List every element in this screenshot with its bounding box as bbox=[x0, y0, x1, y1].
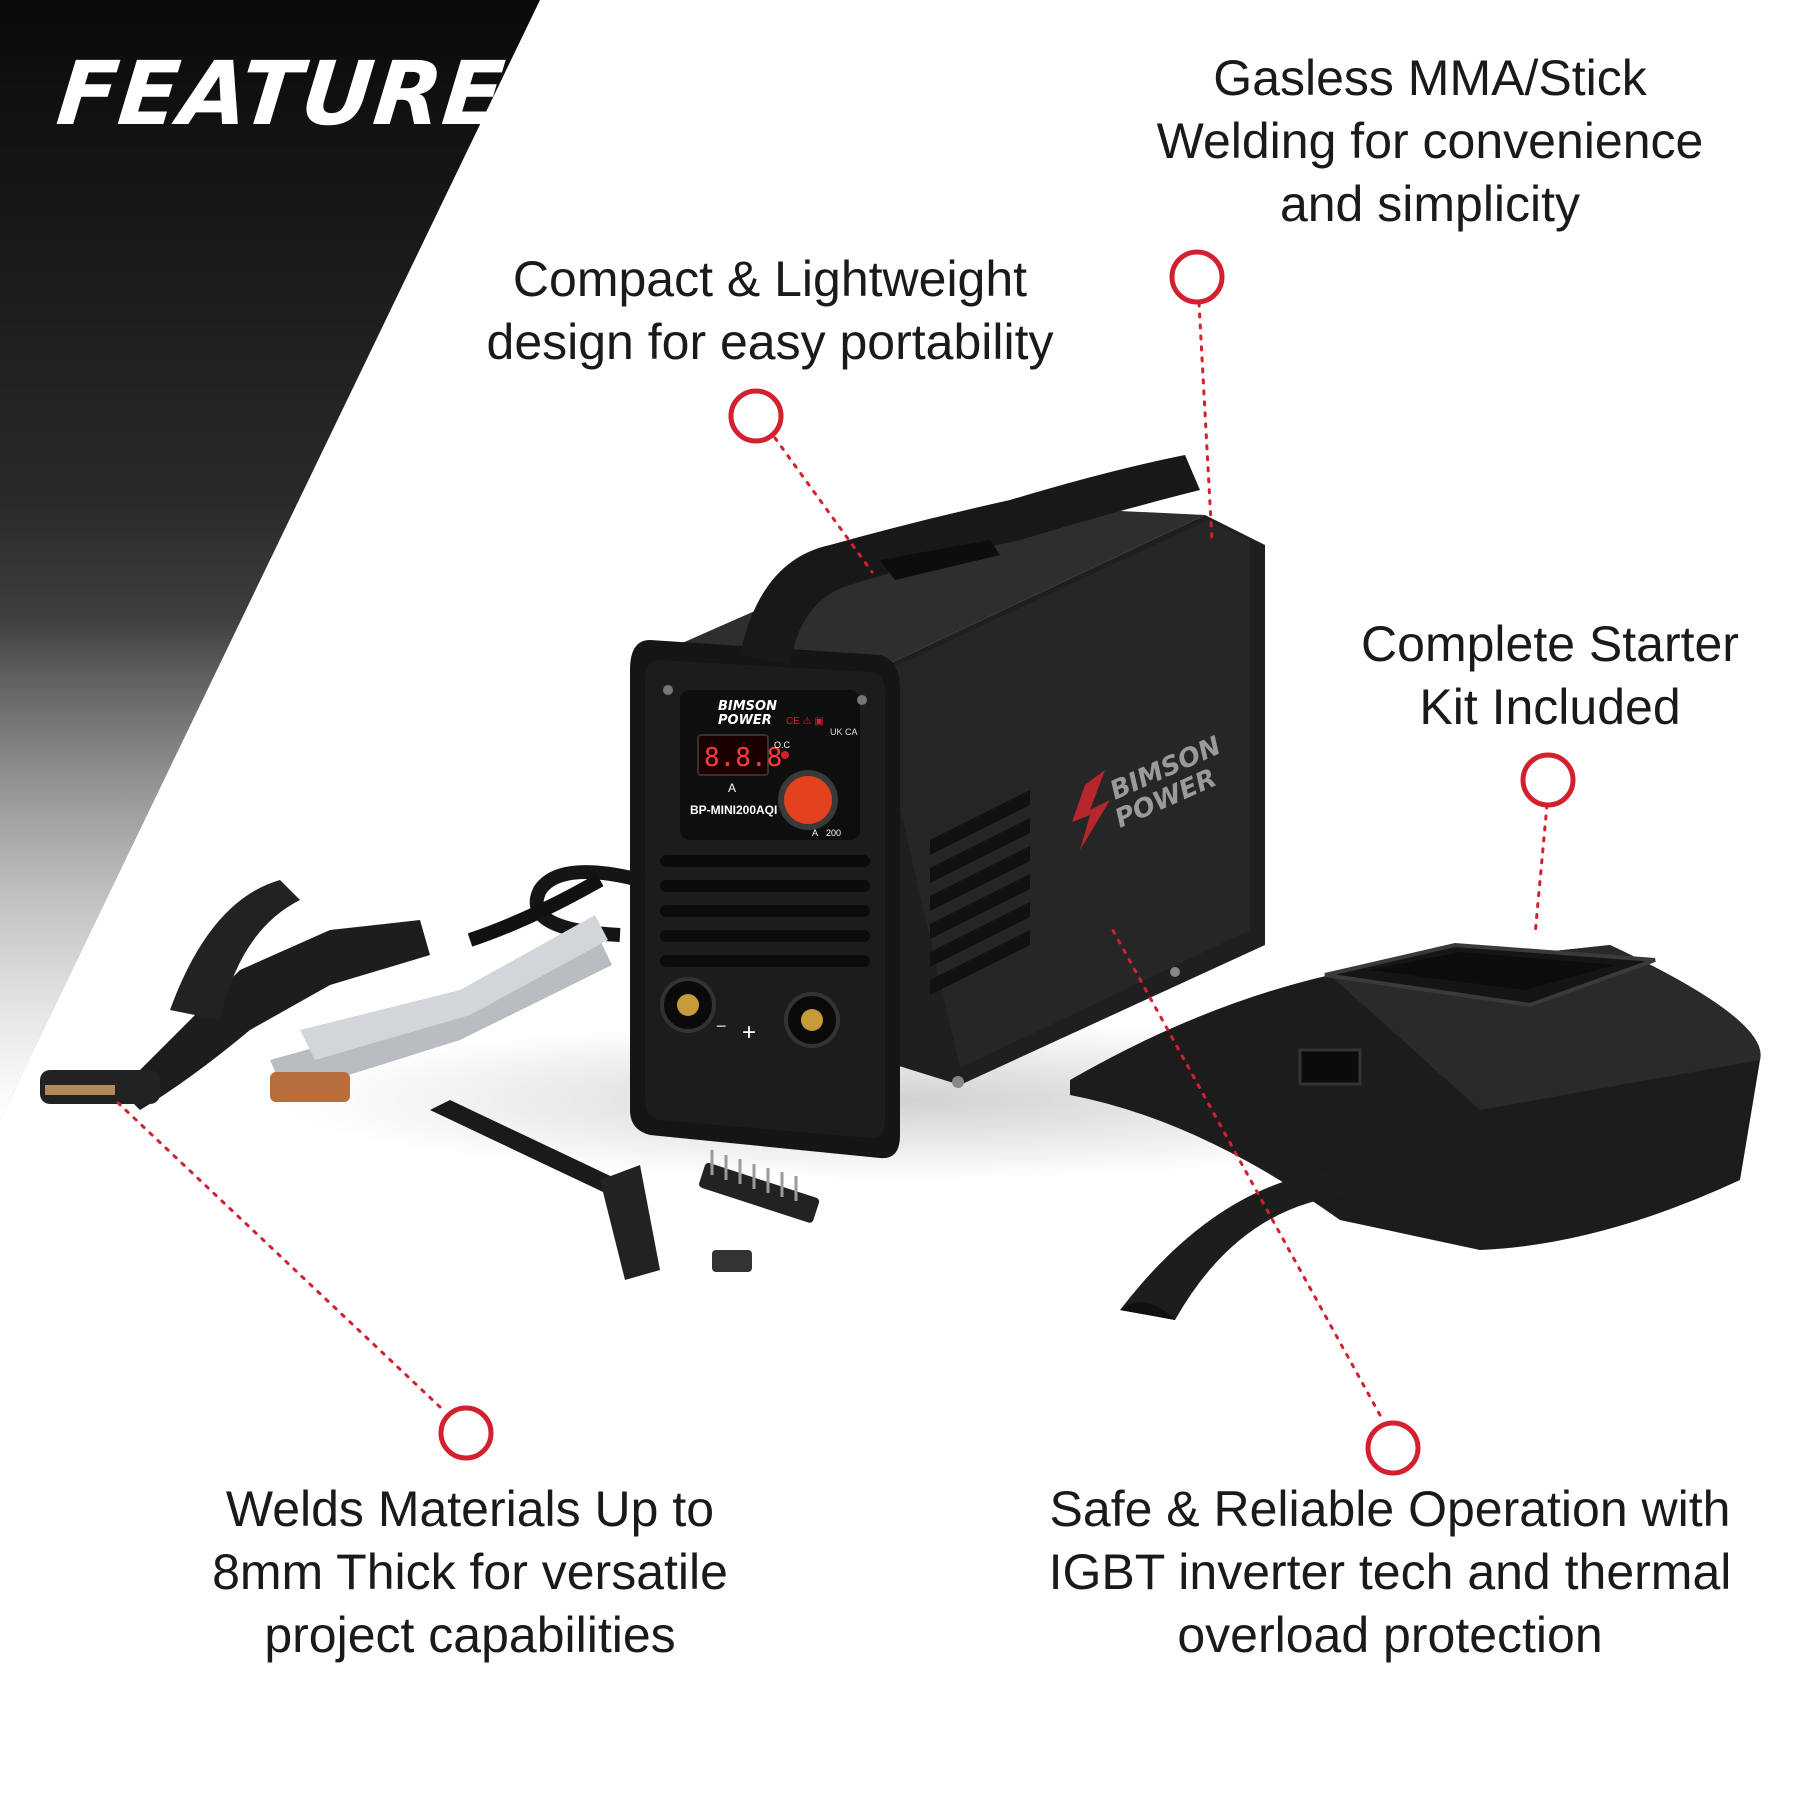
led-display-reading: 8.8.8 bbox=[704, 743, 782, 773]
feature-thickness-text: Welds Materials Up to 8mm Thick for vers… bbox=[212, 1481, 728, 1663]
feature-compact-text: Compact & Lightweight design for easy po… bbox=[486, 251, 1054, 370]
leader-line-thickness bbox=[113, 1098, 442, 1409]
earth-clamp bbox=[270, 873, 612, 1102]
welding-shield bbox=[1070, 942, 1761, 1320]
marker-gasless bbox=[1169, 249, 1225, 305]
model-number: BP-MINI200AQI bbox=[690, 803, 777, 817]
feature-gasless-text: Gasless MMA/Stick Welding for convenienc… bbox=[1156, 50, 1704, 232]
marker-thickness bbox=[438, 1405, 494, 1461]
front-logo-line2: POWER bbox=[718, 713, 772, 728]
dial-max-label: 200 bbox=[826, 828, 841, 838]
front-logo-line1: BIMSON bbox=[718, 699, 777, 714]
dial-min-label: A bbox=[812, 828, 818, 838]
terminal-minus-label: − bbox=[716, 1016, 727, 1036]
feature-starter-kit-text: Complete Starter Kit Included bbox=[1361, 616, 1739, 735]
marker-starter-kit bbox=[1520, 752, 1576, 808]
leader-line-gasless bbox=[1197, 301, 1214, 542]
feature-safety-text: Safe & Reliable Operation with IGBT inve… bbox=[1048, 1481, 1732, 1663]
cert-marks: CE ⚠ ▣ bbox=[786, 716, 824, 727]
leader-line-starter-kit bbox=[1533, 803, 1549, 937]
oc-indicator-label: O.C bbox=[774, 740, 791, 750]
leader-line-compact bbox=[773, 436, 874, 574]
leader-line-safety bbox=[1108, 923, 1382, 1417]
carry-strap bbox=[740, 455, 1200, 665]
electrode-holder bbox=[40, 880, 430, 1110]
ukca-mark: UK CA bbox=[830, 727, 858, 737]
welder-machine bbox=[630, 505, 1265, 1159]
terminal-plus-label: + bbox=[742, 1019, 756, 1046]
marker-compact bbox=[728, 388, 784, 444]
marker-safety bbox=[1365, 1420, 1421, 1476]
display-unit-label: A bbox=[728, 781, 736, 795]
chipping-hammer bbox=[430, 1100, 820, 1280]
